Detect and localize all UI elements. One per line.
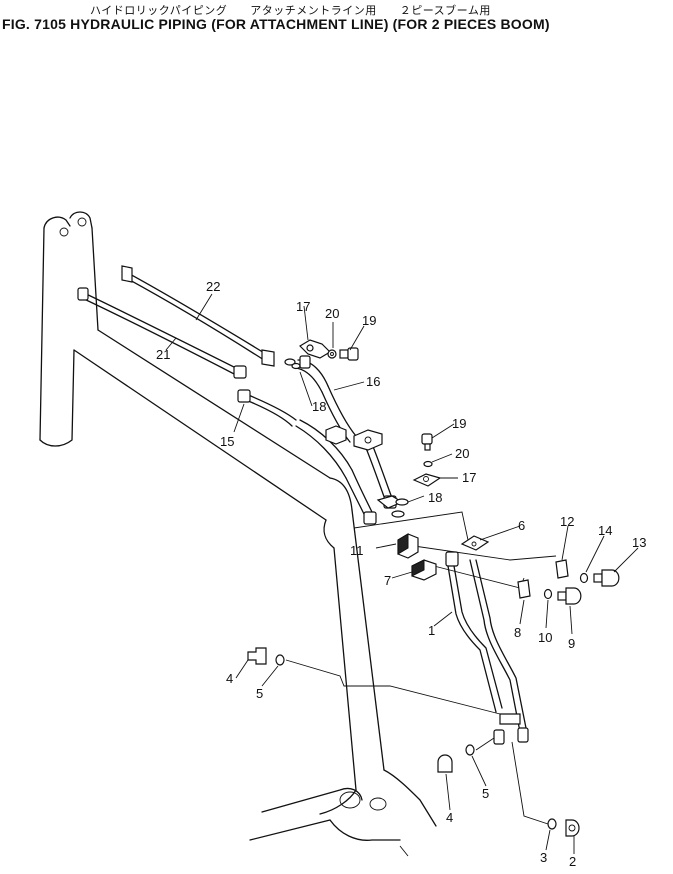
- connection-line-mid: [475, 737, 495, 751]
- washer-20-lower: [423, 460, 433, 468]
- callout-16: 16: [366, 374, 380, 389]
- callout-15: 15: [220, 434, 234, 449]
- pipe-21: [77, 287, 247, 379]
- callout-labels: 22 21 17 20 19 16 18 15 19 20 17 18 6 12…: [156, 279, 646, 869]
- pipe-22: [121, 265, 275, 367]
- callout-12: 12: [560, 514, 574, 529]
- callout-18-lower: 18: [428, 490, 442, 505]
- callout-9: 9: [568, 636, 575, 651]
- callout-11: 11: [350, 543, 364, 558]
- callout-19-upper: 19: [362, 313, 376, 328]
- callout-7: 7: [384, 573, 391, 588]
- callout-17-upper: 17: [296, 299, 310, 314]
- pipe-1: [445, 551, 529, 745]
- washer-10: [543, 588, 553, 600]
- oring-5-upper: [275, 654, 285, 666]
- bolt-19-upper: [339, 347, 359, 361]
- washer-14: [579, 572, 589, 584]
- boom-outline: [39, 211, 437, 857]
- callout-19-lower: 19: [452, 416, 466, 431]
- figure-header: ハイドロリックパイピング アタッチメントライン用 ２ピースブーム用 FIG. 7…: [0, 0, 673, 40]
- callout-4-upper: 4: [226, 671, 233, 686]
- callout-1: 1: [428, 623, 435, 638]
- bolt-19-lower: [421, 433, 433, 451]
- bolt-4-upper: [247, 647, 267, 665]
- seal-18-lower: [391, 498, 409, 518]
- bolt-4-lower: [437, 754, 453, 773]
- connection-line-upper: [285, 659, 501, 715]
- figure-title: FIG. 7105 HYDRAULIC PIPING (FOR ATTACHME…: [2, 16, 550, 32]
- callout-21: 21: [156, 347, 170, 362]
- callout-14: 14: [598, 523, 612, 538]
- callout-2: 2: [569, 854, 576, 869]
- callout-10: 10: [538, 630, 552, 645]
- oring-5-lower: [465, 744, 475, 756]
- callout-5-lower: 5: [482, 786, 489, 801]
- block-11: [397, 533, 419, 559]
- callout-4-lower: 4: [446, 810, 453, 825]
- callout-3: 3: [540, 850, 547, 865]
- callout-8: 8: [514, 625, 521, 640]
- clamp-block-mid: [325, 425, 404, 509]
- callout-17-lower: 17: [462, 470, 476, 485]
- callout-18-upper: 18: [312, 399, 326, 414]
- callout-5-upper: 5: [256, 686, 263, 701]
- leader-lines: [165, 293, 639, 854]
- callout-22: 22: [206, 279, 220, 294]
- callout-20-lower: 20: [455, 446, 469, 461]
- callout-6: 6: [518, 518, 525, 533]
- oring-3: [547, 818, 557, 830]
- callout-13: 13: [632, 535, 646, 550]
- connection-line-lower: [511, 741, 549, 825]
- washer-20-upper: [327, 349, 337, 359]
- hose-15: [237, 389, 377, 525]
- plug-2: [565, 819, 580, 837]
- bolt-9: [557, 587, 582, 605]
- plate-12: [555, 559, 569, 579]
- callout-20-upper: 20: [325, 306, 339, 321]
- plate-8: [517, 579, 531, 599]
- clamp-17-lower: [412, 473, 442, 487]
- block-7: [411, 559, 437, 581]
- bolt-13: [593, 569, 620, 587]
- seal-18-upper: [284, 358, 301, 370]
- figure-subtitle-jp: ハイドロリックパイピング アタッチメントライン用 ２ピースブーム用: [90, 4, 491, 17]
- clamp-17-upper: [299, 339, 331, 359]
